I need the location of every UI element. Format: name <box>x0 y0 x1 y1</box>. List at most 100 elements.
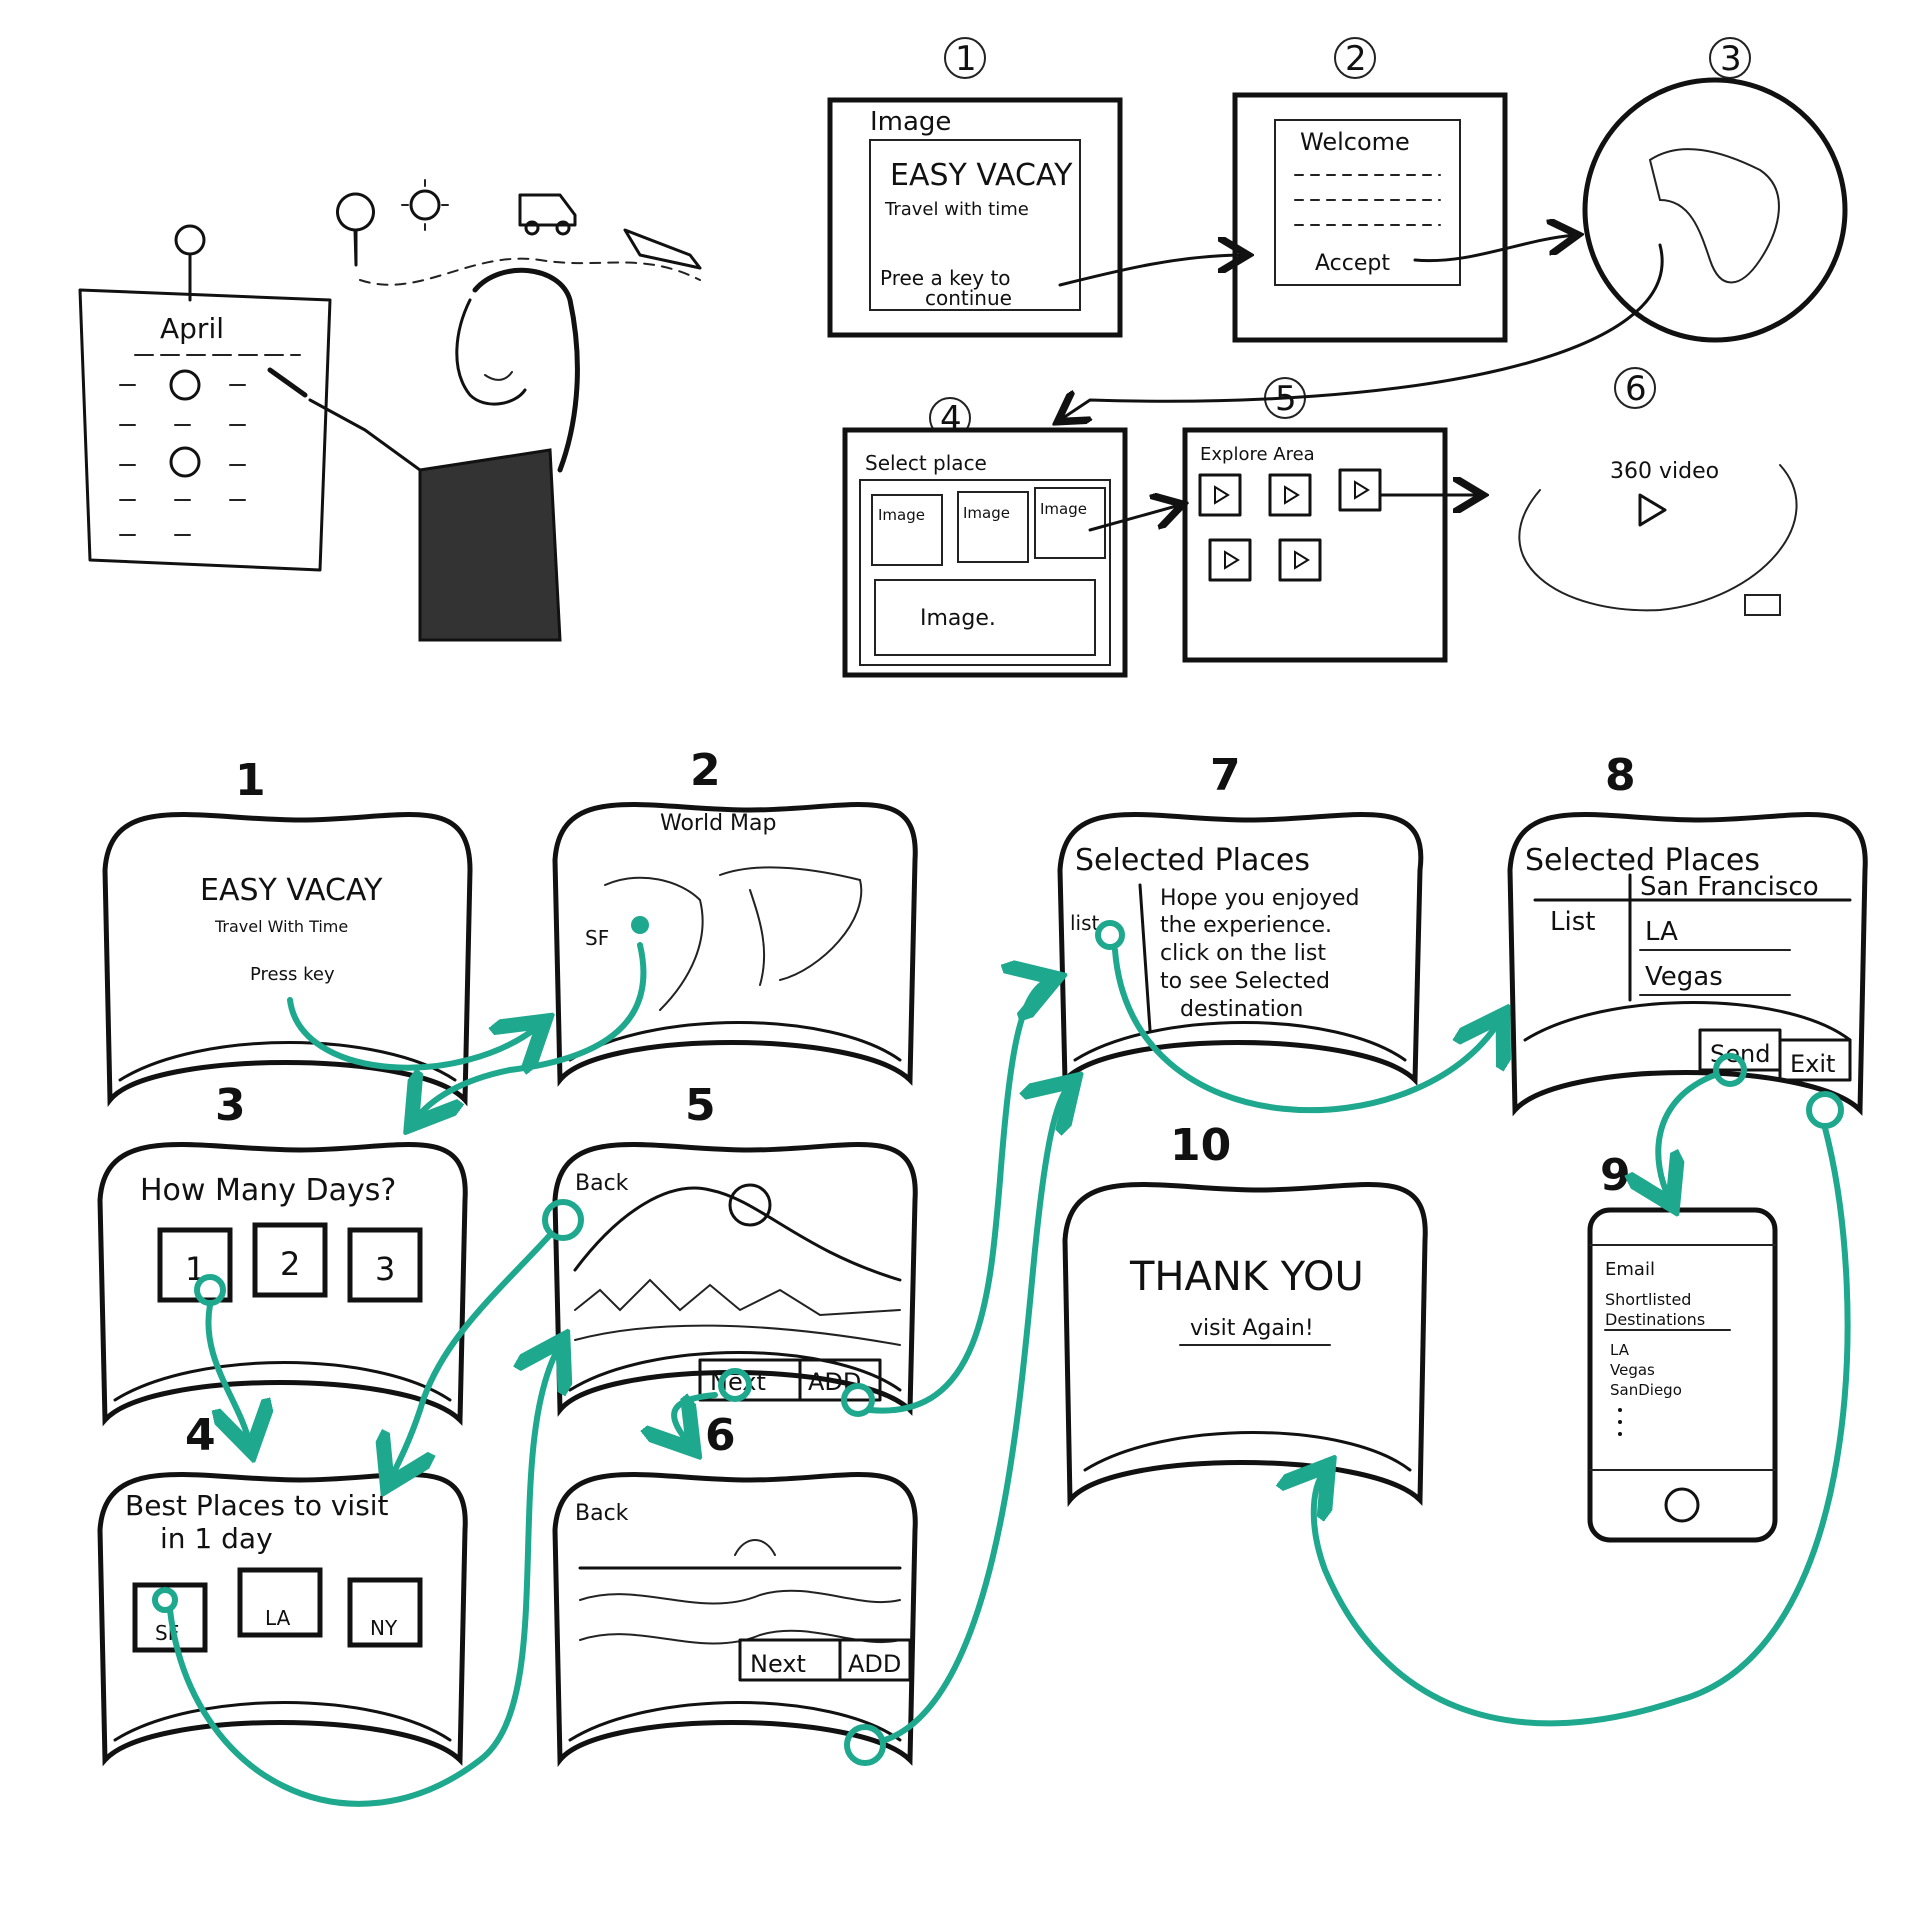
svg-text:Next: Next <box>750 1650 806 1678</box>
smile <box>484 371 513 381</box>
svg-text:Image.: Image. <box>920 606 996 631</box>
place-option-ny[interactable] <box>347 1577 423 1648</box>
svg-text:Welcome: Welcome <box>1300 128 1410 156</box>
svg-text:3: 3 <box>375 1250 395 1288</box>
svg-text:World Map: World Map <box>660 811 776 836</box>
svg-text:continue: continue <box>925 286 1012 310</box>
list-label: List <box>1550 907 1595 937</box>
svg-text:Travel With Time: Travel With Time <box>214 917 348 936</box>
play-icon <box>1638 493 1667 527</box>
phone-screen-9: 9 Email Shortlisted Destinations LA Vega… <box>1587 1150 1778 1543</box>
svg-text:visit Again!: visit Again! <box>1190 1316 1314 1341</box>
svg-text:Selected Places: Selected Places <box>1075 843 1310 878</box>
svg-text:to see Selected: to see Selected <box>1160 969 1330 994</box>
tap-indicator <box>542 1199 584 1241</box>
svg-text:Hope you enjoyed: Hope you enjoyed <box>1160 886 1359 911</box>
face-outline <box>455 298 527 406</box>
place-option-la[interactable] <box>237 1567 323 1638</box>
day-option-2[interactable] <box>252 1222 328 1298</box>
hair-outline <box>472 267 580 473</box>
svg-text:ADD: ADD <box>808 1368 861 1396</box>
svg-text:SanDiego: SanDiego <box>1610 1381 1682 1399</box>
svg-text:7: 7 <box>1210 750 1241 801</box>
calendar-grid <box>119 384 246 536</box>
svg-text:EASY VACAY: EASY VACAY <box>890 158 1073 193</box>
airplane-icon <box>623 228 702 270</box>
pen <box>267 367 308 398</box>
svg-text:Image: Image <box>878 506 925 524</box>
sun-icon <box>409 189 441 221</box>
svg-text:SF: SF <box>585 926 609 950</box>
tap-indicator <box>1806 1091 1844 1129</box>
accept-button[interactable]: Accept <box>1315 251 1390 276</box>
svg-text:LA: LA <box>1645 917 1678 947</box>
curved-screen-3: 3 How Many Days? 1 2 3 <box>97 1080 468 1427</box>
curved-screen-2: 2 World Map SF <box>552 745 918 1087</box>
svg-text:4: 4 <box>185 1410 216 1461</box>
back-button[interactable]: Back <box>575 1501 629 1526</box>
home-button-icon <box>1664 1487 1700 1523</box>
step-number: 3 <box>1720 39 1742 79</box>
calendar-paper <box>78 288 332 572</box>
tap-indicator <box>1713 1053 1747 1087</box>
sketch-screen-4 <box>842 427 1128 678</box>
svg-text:Image: Image <box>1040 500 1087 518</box>
add-button[interactable] <box>798 1358 882 1402</box>
add-button[interactable] <box>838 1638 912 1682</box>
svg-text:3: 3 <box>215 1080 246 1131</box>
svg-text:8: 8 <box>1605 750 1636 801</box>
day-option-3[interactable] <box>347 1227 423 1303</box>
svg-text:9: 9 <box>1600 1150 1631 1201</box>
svg-text:Email: Email <box>1605 1259 1655 1280</box>
svg-text:Select place: Select place <box>865 451 987 475</box>
back-button[interactable]: Back <box>575 1171 629 1196</box>
car-icon <box>518 193 577 227</box>
svg-text:2: 2 <box>690 745 721 796</box>
curved-screen-7: 7 Selected Places list Hope you enjoyed … <box>1057 750 1424 1087</box>
dress <box>418 448 562 642</box>
sf-pin-icon[interactable] <box>631 916 649 934</box>
planning-illustration: April <box>78 179 702 642</box>
list-button[interactable]: list <box>1070 911 1100 935</box>
svg-text:5: 5 <box>685 1080 716 1131</box>
svg-text:Vegas: Vegas <box>1610 1361 1655 1379</box>
exit-button[interactable] <box>1778 1038 1852 1082</box>
svg-text:San Francisco: San Francisco <box>1640 872 1819 902</box>
curved-screen-10: 10 THANK YOU visit Again! <box>1062 1120 1428 1507</box>
pin-icon <box>174 224 206 256</box>
globe-icon <box>1582 77 1848 343</box>
tap-indicator <box>152 1587 178 1613</box>
curved-screen-4: 4 Best Places to visit in 1 day SF LA NY <box>97 1410 468 1767</box>
tap-indicator <box>841 1383 875 1417</box>
svg-text:Image: Image <box>870 107 951 137</box>
svg-text:NY: NY <box>370 1616 398 1640</box>
tap-indicator <box>844 1724 886 1766</box>
svg-text:Travel with time: Travel with time <box>884 199 1029 220</box>
tap-indicator <box>718 1368 752 1402</box>
marked-day-icon <box>169 369 201 401</box>
world-map-icon <box>604 866 863 1011</box>
svg-text:Destinations: Destinations <box>1605 1310 1705 1329</box>
arm <box>308 398 422 472</box>
calendar-month: April <box>160 312 224 345</box>
svg-text:Image: Image <box>963 504 1010 522</box>
svg-text:Selected Places: Selected Places <box>1525 843 1760 878</box>
press-key-prompt[interactable]: Press key <box>250 964 335 985</box>
step-number: 6 <box>1625 369 1647 409</box>
top-flow: 1 2 3 4 5 6 Image EASY VACAY Travel with… <box>827 37 1848 678</box>
sketch-screen-5 <box>1182 427 1448 663</box>
svg-text:1: 1 <box>235 755 266 806</box>
location-pin-icon <box>336 192 375 267</box>
travel-path <box>359 257 701 286</box>
mountain-icon <box>573 1186 902 1282</box>
svg-text:the experience.: the experience. <box>1160 913 1332 938</box>
svg-text:click on the list: click on the list <box>1160 941 1326 966</box>
svg-text:Exit: Exit <box>1790 1050 1835 1078</box>
svg-text:Best Places to visit: Best Places to visit <box>125 1489 389 1522</box>
sunset-icon <box>734 1539 776 1556</box>
svg-text:6: 6 <box>705 1410 736 1461</box>
step-number: 2 <box>1345 39 1367 79</box>
svg-text:360 video: 360 video <box>1610 459 1719 484</box>
360-arc <box>1518 464 1798 612</box>
